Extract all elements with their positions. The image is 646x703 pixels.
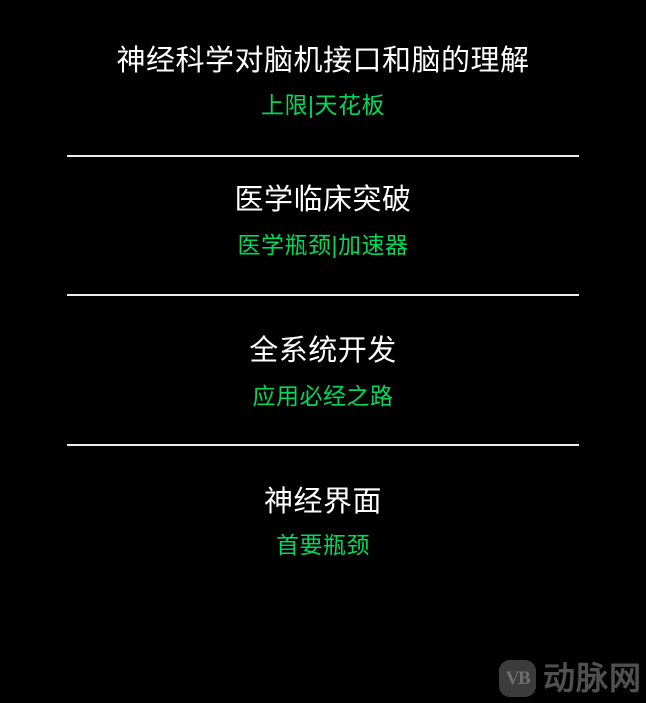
divider — [67, 294, 579, 296]
vb-logo-icon: VB — [498, 660, 536, 697]
brand-logo: VB 动脉网 — [498, 660, 642, 697]
section-subtitle: 首要瓶颈 — [276, 532, 370, 558]
section-subtitle: 上限|天花板 — [261, 92, 385, 118]
section-subtitle: 医学瓶颈|加速器 — [237, 232, 409, 258]
section-title: 神经界面 — [263, 486, 382, 518]
section-title: 医学临床突破 — [234, 184, 412, 216]
section-title: 神经科学对脑机接口和脑的理解 — [116, 45, 530, 77]
brand-name: 动脉网 — [542, 660, 642, 696]
vb-monogram: VB — [505, 668, 531, 689]
section-subtitle: 应用必经之路 — [252, 383, 394, 409]
divider — [67, 155, 579, 157]
divider — [67, 444, 579, 446]
section-title: 全系统开发 — [249, 335, 397, 367]
